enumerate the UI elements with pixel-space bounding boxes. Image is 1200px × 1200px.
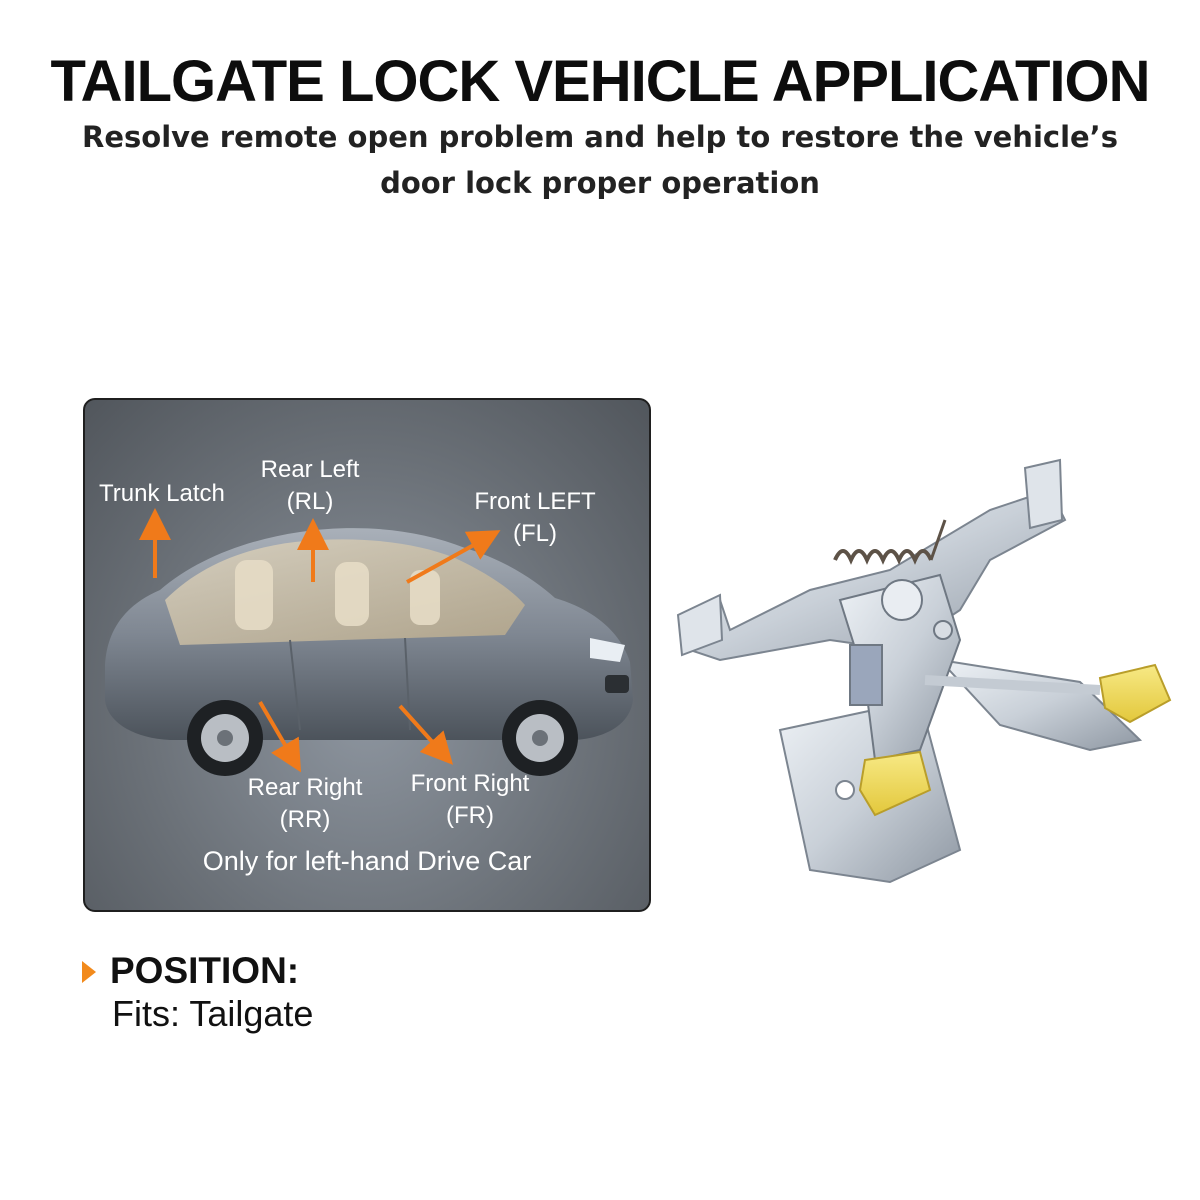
drive-note: Only for left-hand Drive Car	[202, 846, 532, 876]
vehicle-diagram-panel: Trunk Latch Rear Left (RL) Front LEFT (F…	[83, 398, 651, 912]
front-left-arrow	[406, 530, 501, 584]
rear-right-arrow	[258, 700, 302, 773]
front-left-label: Front LEFT (FL)	[474, 488, 596, 547]
car-illustration	[105, 508, 633, 776]
position-fits: Fits: Tailgate	[112, 993, 314, 1034]
page-title: TAILGATE LOCK VEHICLE APPLICATION	[50, 49, 1150, 114]
yellow-clip-left	[858, 750, 932, 817]
subtitle-line-2: door lock proper operation	[380, 166, 820, 200]
pivot-rivet	[881, 579, 923, 621]
front-right-arrow	[398, 704, 454, 765]
front-right-label: Front Right (FR)	[410, 770, 530, 829]
position-marker-icon	[82, 961, 96, 983]
trunk-latch-label: Trunk Latch	[99, 480, 225, 507]
subtitle-line-1: Resolve remote open problem and help to …	[82, 120, 1118, 154]
spring	[833, 549, 933, 565]
mounting-bracket	[678, 488, 1067, 662]
yellow-clip-right	[1098, 663, 1172, 724]
position-heading: POSITION:	[110, 950, 300, 991]
tailgate-latch-icon	[676, 458, 1172, 884]
rear-left-label: Rear Left (RL)	[260, 456, 360, 515]
rear-right-label: Rear Right (RR)	[247, 774, 363, 833]
